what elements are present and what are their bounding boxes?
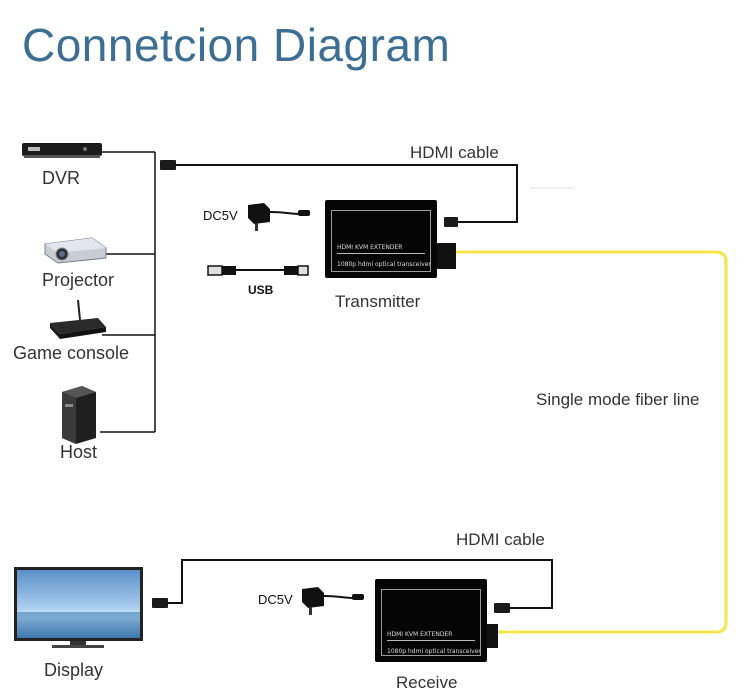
fiber-line-label: Single mode fiber line (536, 390, 700, 409)
hdmi-plug-bottom-left (152, 598, 168, 608)
projector-label: Projector (42, 270, 115, 290)
transmitter-label: Transmitter (335, 292, 421, 311)
hdmi-cable-bottom-label: HDMI cable (456, 530, 545, 549)
game-console-label: Game console (13, 343, 130, 363)
usb-cable-icon (207, 265, 309, 276)
hdmi-cable-top-label: HDMI cable (410, 143, 499, 162)
transmitter-device: HDMI KVM EXTENDER 1080p hdmi optical tra… (325, 200, 437, 278)
transmitter-model-text: HDMI KVM EXTENDER (337, 244, 403, 251)
power-adapter-receiver-icon (302, 587, 364, 615)
display-label: Display (44, 660, 104, 680)
receiver-label: Receive (396, 673, 458, 692)
hdmi-plug-bottom-right (494, 603, 510, 613)
transmitter-port-icon (436, 243, 456, 269)
receiver-power-label: DC5V (258, 592, 293, 607)
receiver-port-icon (486, 624, 498, 648)
transmitter-desc-text: 1080p hdmi optical transceiver (337, 261, 431, 268)
host-icon (62, 386, 96, 444)
power-adapter-transmitter-icon (248, 203, 310, 231)
hdmi-cable-bottom (168, 559, 553, 609)
game-console-icon (50, 299, 106, 339)
hdmi-plug-top-left (160, 160, 176, 170)
receiver-desc-text: 1080p hdmi optical transceiver (387, 648, 481, 655)
receiver-model-text: HDMI KVM EXTENDER (387, 631, 453, 638)
host-label: Host (60, 442, 98, 462)
fiber-line (455, 250, 728, 634)
transmitter-power-label: DC5V (203, 208, 238, 223)
source-bus (100, 151, 156, 433)
display-tv-icon (14, 567, 143, 648)
usb-label: USB (248, 283, 274, 297)
dvr-label: DVR (42, 168, 81, 188)
receiver-device: HDMI KVM EXTENDER 1080p hdmi optical tra… (375, 579, 487, 662)
diagram-title: Connetcion Diagram (22, 19, 451, 71)
hdmi-cable-top (176, 164, 518, 223)
dvr-icon (22, 143, 102, 158)
projector-icon (44, 237, 107, 264)
hdmi-plug-top-right (444, 217, 458, 227)
